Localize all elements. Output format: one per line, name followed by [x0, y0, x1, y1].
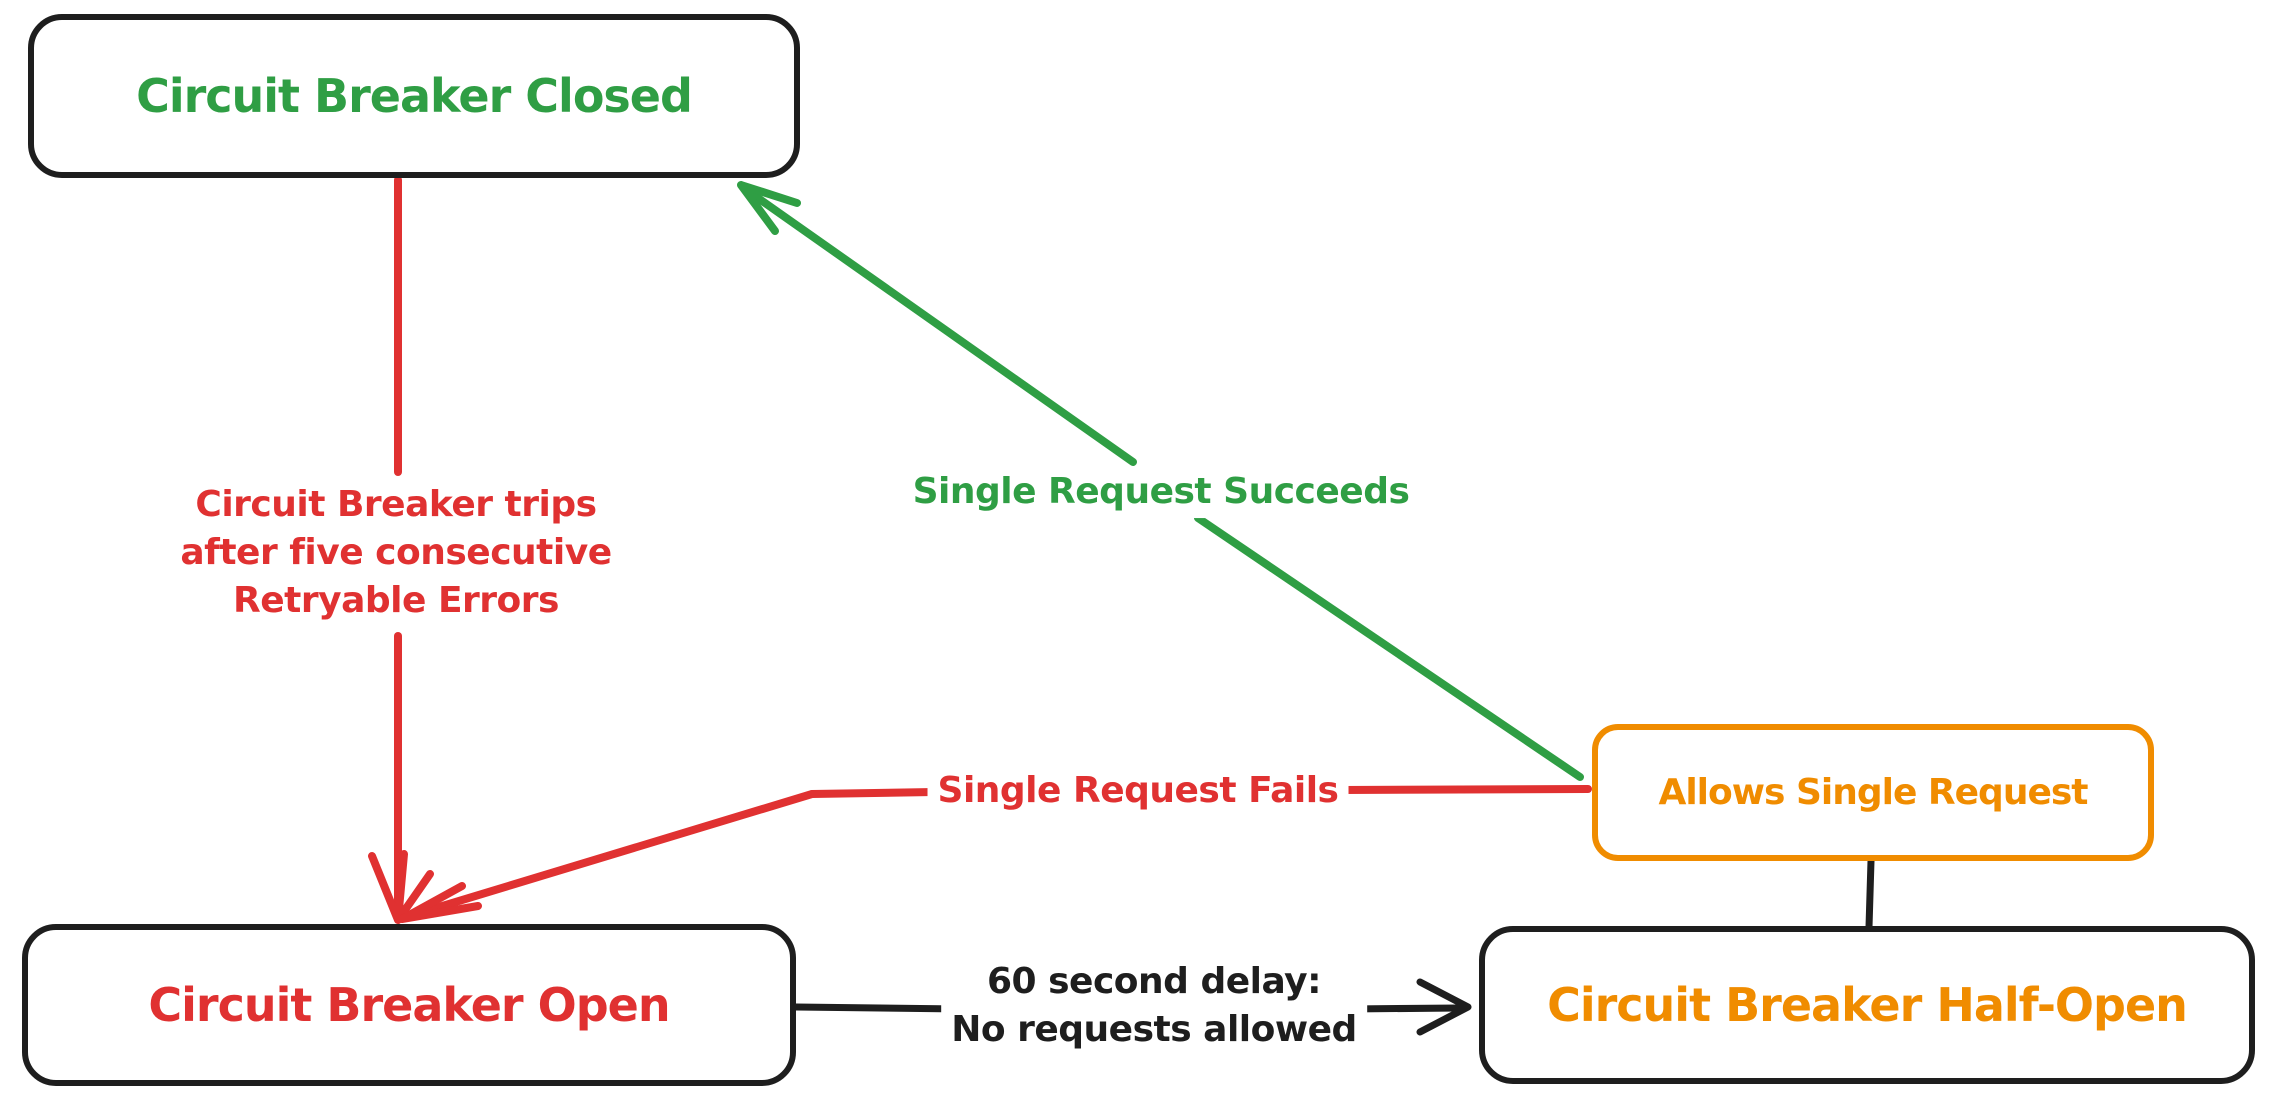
node-allows-single-request: Allows Single Request [1592, 724, 2154, 861]
node-allows-single-request-label: Allows Single Request [1658, 772, 2088, 813]
node-circuit-breaker-closed-label: Circuit Breaker Closed [136, 69, 693, 123]
edge-label-fails: Single Request Fails [927, 765, 1349, 817]
edge-connector-line [1865, 857, 1875, 931]
edge-succeeds-line-top [744, 187, 1137, 466]
node-circuit-breaker-half-open: Circuit Breaker Half-Open [1479, 926, 2255, 1084]
edge-fails-arrow [398, 785, 1592, 923]
edge-fails-line-mid [808, 788, 938, 798]
edge-label-delay: 60 second delay: No requests allowed [941, 956, 1367, 1056]
edge-label-delay-line-2: No requests allowed [951, 1009, 1357, 1050]
node-circuit-breaker-open: Circuit Breaker Open [22, 924, 796, 1086]
edge-label-trips-line-3: Retryable Errors [233, 579, 559, 621]
edge-fails-line-diagonal [402, 790, 816, 921]
edge-trips-arrowhead [368, 850, 434, 924]
edge-label-trips: Circuit Breaker trips after five consecu… [170, 479, 622, 627]
node-circuit-breaker-half-open-label: Circuit Breaker Half-Open [1547, 978, 2188, 1032]
edge-succeeds-arrowhead [737, 181, 801, 235]
edge-label-delay-line-1: 60 second delay: [986, 961, 1322, 1003]
edge-succeeds-line-bottom [1194, 514, 1584, 781]
node-circuit-breaker-closed: Circuit Breaker Closed [28, 14, 800, 178]
edge-label-succeeds: Single Request Succeeds [902, 466, 1420, 518]
edge-connector-path [1865, 857, 1875, 931]
edge-label-trips-line-1: Circuit Breaker trips [195, 484, 597, 526]
edge-delay-arrowhead [1416, 978, 1472, 1036]
edge-fails-line-right [1338, 785, 1592, 794]
edge-label-trips-line-2: after five consecutive [180, 532, 612, 574]
edge-succeeds-arrow [737, 181, 1584, 781]
edge-trips-arrow [368, 176, 434, 924]
edge-fails-arrowhead [398, 882, 482, 923]
edge-delay-line-left [792, 1003, 966, 1013]
node-circuit-breaker-open-label: Circuit Breaker Open [148, 978, 670, 1032]
